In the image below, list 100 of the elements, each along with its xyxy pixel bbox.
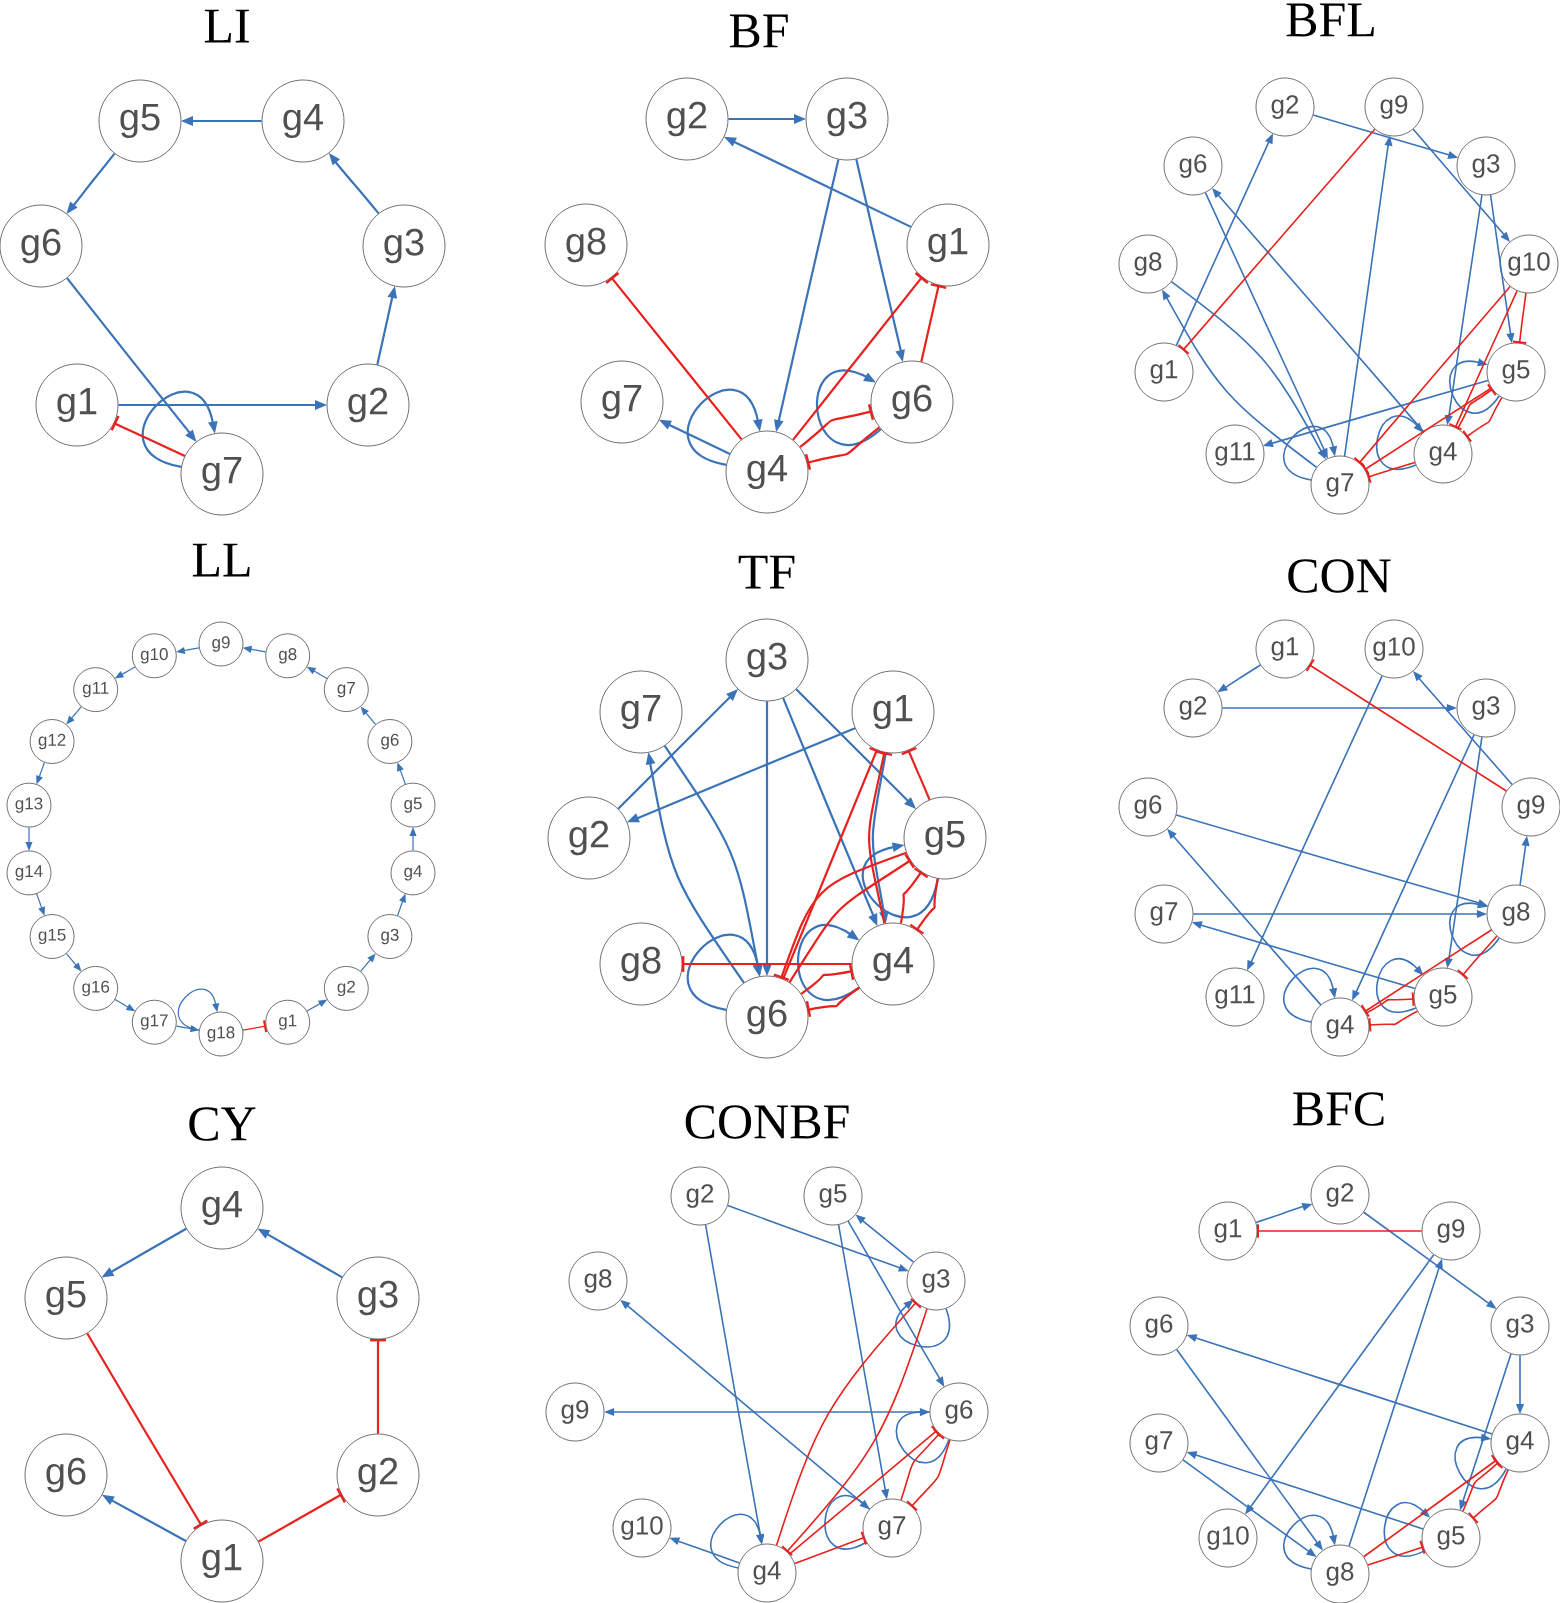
inhibition-arrow [1462, 1457, 1503, 1512]
inhibition-arrow [792, 272, 929, 441]
arrow [663, 745, 763, 977]
self-loop-arrow [1283, 1514, 1338, 1570]
gene-node: g4 [261, 79, 345, 163]
arrow [1262, 379, 1489, 447]
gene-node: g18 [198, 1011, 244, 1057]
gene-node: g3 [906, 1251, 966, 1311]
arrow [782, 697, 878, 927]
inhibition-arrow [242, 1020, 268, 1033]
self-loop-arrow [142, 390, 218, 468]
inhibition-arrow [110, 415, 186, 457]
inhibition-arrow [782, 746, 885, 980]
arrow [101, 1494, 187, 1542]
gene-node: g10 [131, 633, 177, 679]
inhibition-arrow [1457, 935, 1498, 980]
gene-node: g6 [367, 719, 413, 764]
gene-node: g6 [1129, 1296, 1189, 1356]
arrow [774, 159, 840, 432]
gene-node: g3 [367, 914, 413, 959]
gene-node: g12 [29, 719, 75, 764]
arrow [1186, 1334, 1493, 1435]
arrow [36, 761, 46, 785]
gene-node: g2 [323, 966, 369, 1011]
gene-node: g3 [1456, 136, 1516, 196]
gene-node: g1 [180, 1519, 264, 1603]
inhibition-arrow [605, 272, 743, 441]
gene-node: g17 [131, 999, 177, 1045]
gene-node: g2 [547, 796, 631, 880]
panel-title: BFC [1293, 1092, 1384, 1126]
self-loop-arrow [895, 1408, 950, 1464]
arrow [118, 400, 327, 410]
arrow [1162, 289, 1318, 469]
inhibition-arrow [1368, 1010, 1419, 1032]
gene-node: g9 [198, 621, 244, 667]
inhibition-arrow [1360, 929, 1493, 1017]
arrow [66, 706, 82, 725]
arrow [306, 666, 328, 680]
inhibition-arrow [1462, 396, 1503, 443]
inhibition-arrow [1468, 1469, 1509, 1524]
gene-node: g8 [544, 203, 628, 287]
gene-node: g3 [1456, 678, 1516, 738]
panel-title: BFL [1286, 3, 1374, 37]
inhibition-arrow [773, 851, 907, 982]
arrow [1221, 703, 1457, 713]
gene-node: g4 [851, 922, 935, 1006]
self-loop-arrow [178, 988, 220, 1031]
inhibition-arrow [900, 1429, 945, 1501]
arrow [723, 136, 912, 228]
gene-node: g9 [545, 1382, 605, 1442]
gene-node: g3 [725, 618, 809, 702]
gene-node: g6 [24, 1433, 108, 1517]
gene-node: g3 [362, 204, 446, 288]
inhibition-arrow [909, 878, 939, 935]
arrow [66, 152, 116, 214]
gene-node: g5 [24, 1256, 108, 1340]
arrow [855, 1214, 915, 1263]
gene-node: g1 [265, 999, 311, 1045]
arrow [1413, 670, 1513, 786]
arrow [1167, 828, 1322, 1006]
self-loop-arrow [797, 924, 860, 1001]
arrow [36, 893, 45, 916]
arrow [257, 1228, 343, 1279]
arrow [837, 1224, 890, 1500]
arrow [1182, 1459, 1317, 1557]
gene-node: g5 [1413, 967, 1473, 1027]
arrow [65, 953, 82, 972]
self-loop-arrow [1376, 957, 1424, 1013]
gene-node: g7 [1310, 455, 1370, 515]
arrow [669, 1537, 741, 1564]
gene-node: g5 [1421, 1508, 1481, 1568]
arrow [604, 1407, 931, 1417]
gene-node: g8 [1310, 1544, 1370, 1603]
self-loop-arrow [861, 842, 939, 918]
gene-node: g3 [1490, 1296, 1550, 1356]
gene-node: g4 [737, 1543, 797, 1603]
gene-node: g11 [1205, 967, 1265, 1027]
inhibition-arrow [1177, 128, 1376, 355]
gene-node: g14 [6, 850, 52, 896]
inhibition-arrow [1305, 659, 1508, 792]
panel-title: CON [1288, 559, 1391, 593]
arrow [726, 1204, 909, 1272]
inhibition-arrow [920, 283, 947, 362]
arrow [1519, 835, 1530, 886]
self-loop-arrow [1383, 1501, 1431, 1557]
gene-node: g5 [390, 782, 436, 828]
gene-node: g3 [805, 77, 889, 161]
gene-node: g6 [929, 1382, 989, 1442]
gene-node: g4 [390, 850, 436, 896]
self-loop-arrow [1376, 415, 1424, 470]
arrow [1489, 194, 1515, 344]
gene-node: g15 [29, 914, 75, 959]
inhibition-arrow [1256, 1224, 1423, 1238]
arrow [1186, 1451, 1424, 1530]
inhibition-arrow [788, 853, 915, 983]
gene-node: g8 [568, 1251, 628, 1311]
gene-node: g5 [98, 79, 182, 163]
self-loop-arrow [1449, 358, 1500, 414]
inhibition-arrow [86, 1332, 208, 1530]
gene-node: g9 [1421, 1201, 1481, 1261]
